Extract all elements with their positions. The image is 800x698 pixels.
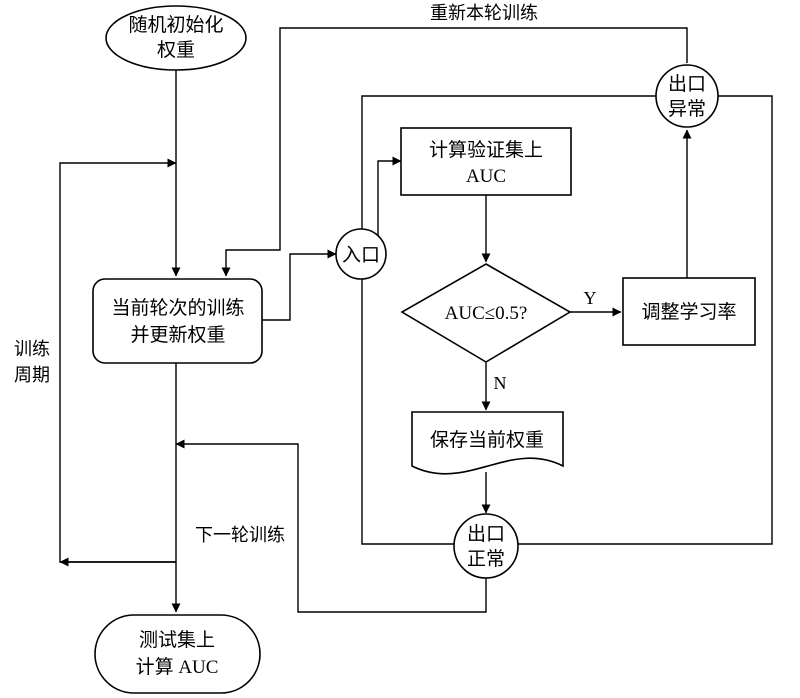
node-init-line1: 随机初始化 bbox=[128, 14, 223, 36]
label-next-round: 下一轮训练 bbox=[195, 525, 285, 545]
node-decision-label: AUC≤0.5? bbox=[445, 303, 528, 324]
node-train-line2: 并更新权重 bbox=[130, 324, 225, 346]
node-save: 保存当前权重 bbox=[411, 411, 564, 475]
node-exit-normal: 出口 正常 bbox=[453, 513, 519, 579]
node-test-line2: 计算 AUC bbox=[136, 656, 219, 678]
node-init-line2: 权重 bbox=[157, 39, 195, 61]
label-retrain: 重新本轮训练 bbox=[430, 3, 538, 23]
label-yes: Y bbox=[584, 288, 597, 308]
node-adjust-label: 调整学习率 bbox=[641, 301, 736, 323]
label-cycle-line2: 周期 bbox=[14, 365, 50, 385]
subprocess-boundary-left bbox=[361, 95, 657, 545]
subprocess-boundary-right bbox=[518, 95, 773, 545]
node-init: 随机初始化 权重 bbox=[105, 5, 247, 71]
node-entry-label: 入口 bbox=[342, 245, 380, 266]
node-adjust: 调整学习率 bbox=[622, 277, 756, 346]
node-train-line1: 当前轮次的训练 bbox=[111, 297, 244, 319]
node-calc-val-line1: 计算验证集上 bbox=[429, 139, 543, 161]
node-exit-abnormal-line1: 出口 bbox=[668, 73, 706, 95]
node-exit-abnormal: 出口 异常 bbox=[655, 64, 719, 128]
node-calc-val: 计算验证集上 AUC bbox=[400, 127, 572, 196]
node-exit-abnormal-line2: 异常 bbox=[668, 98, 706, 120]
node-test: 测试集上 计算 AUC bbox=[94, 614, 261, 694]
connectors bbox=[59, 27, 773, 613]
node-exit-normal-line2: 正常 bbox=[467, 548, 505, 570]
arrow-next-round bbox=[175, 439, 487, 613]
node-decision: AUC≤0.5? bbox=[400, 263, 572, 363]
arrow-train-to-entry bbox=[262, 249, 337, 321]
node-test-line1: 测试集上 bbox=[139, 629, 215, 651]
node-calc-val-line2: AUC bbox=[466, 166, 506, 187]
node-save-label: 保存当前权重 bbox=[430, 429, 544, 451]
label-no: N bbox=[494, 373, 507, 393]
node-entry: 入口 bbox=[335, 228, 387, 280]
node-exit-normal-line1: 出口 bbox=[467, 523, 505, 545]
node-train: 当前轮次的训练 并更新权重 bbox=[92, 278, 263, 364]
label-cycle-line1: 训练 bbox=[14, 339, 50, 359]
arrow-entry-to-calc bbox=[377, 156, 402, 236]
arrow-retrain-round bbox=[221, 27, 688, 277]
